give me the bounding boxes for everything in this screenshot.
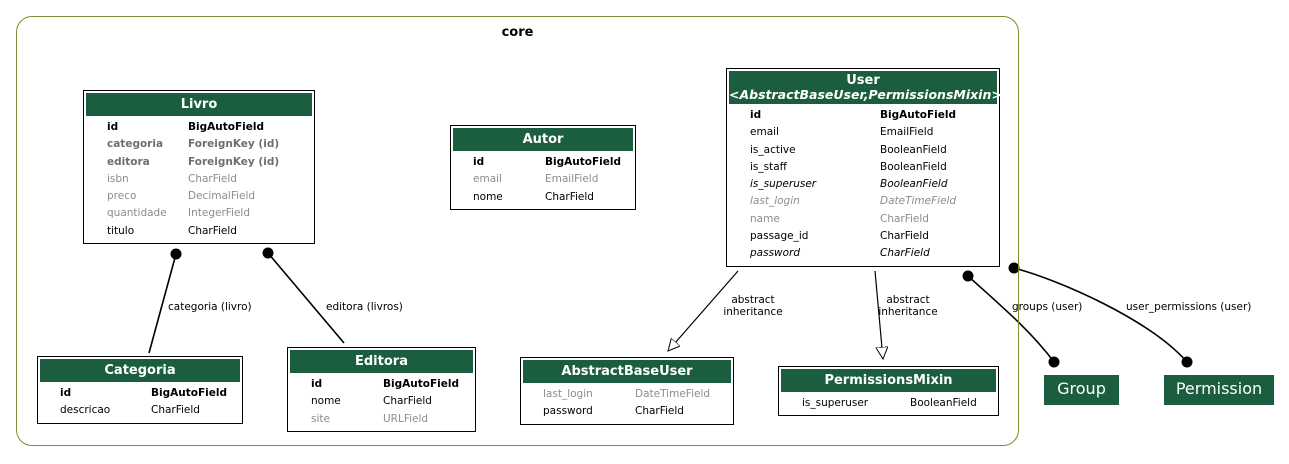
model-title: Editora — [290, 350, 473, 373]
model-title: PermissionsMixin — [781, 369, 996, 392]
edge-label-line: abstract — [731, 294, 775, 306]
edge-label-user-permissions: user_permissions (user) — [1126, 301, 1252, 313]
edge-label-abstract-inheritance-1: abstract inheritance — [722, 294, 784, 318]
package-core: core — [16, 16, 1019, 446]
model-title: AbstractBaseUser — [523, 360, 731, 383]
external-model-group[interactable]: Group — [1044, 375, 1119, 405]
edge-label-editora: editora (livros) — [326, 301, 403, 313]
edge-label-abstract-inheritance-2: abstract inheritance — [877, 294, 939, 318]
edge-user-group — [962, 270, 1060, 368]
edge-label-categoria: categoria (livro) — [168, 301, 252, 313]
model-subtitle: <AbstractBaseUser,PermissionsMixin> — [729, 87, 1002, 102]
package-title: core — [501, 25, 534, 40]
edge-label-line: inheritance — [723, 306, 783, 318]
edge-user-permission — [1008, 262, 1193, 368]
model-title: Autor — [453, 128, 633, 151]
model-title: User <AbstractBaseUser,PermissionsMixin> — [729, 71, 1002, 104]
edge-label-line: inheritance — [878, 306, 938, 318]
model-title: Livro — [86, 93, 312, 116]
edge-label-groups: groups (user) — [1012, 301, 1083, 313]
edge-label-line: abstract — [886, 294, 930, 306]
model-user[interactable]: User <AbstractBaseUser,PermissionsMixin>… — [726, 68, 1002, 267]
edge-editora-livro — [262, 247, 345, 344]
edge-categoria-livro — [148, 248, 182, 354]
external-model-permission[interactable]: Permission — [1164, 375, 1274, 405]
edge-user-abstractbaseuser — [668, 270, 739, 351]
model-title: Categoria — [40, 359, 240, 382]
edge-user-permissionsmixin — [874, 270, 883, 359]
model-title-text: User — [846, 73, 880, 88]
